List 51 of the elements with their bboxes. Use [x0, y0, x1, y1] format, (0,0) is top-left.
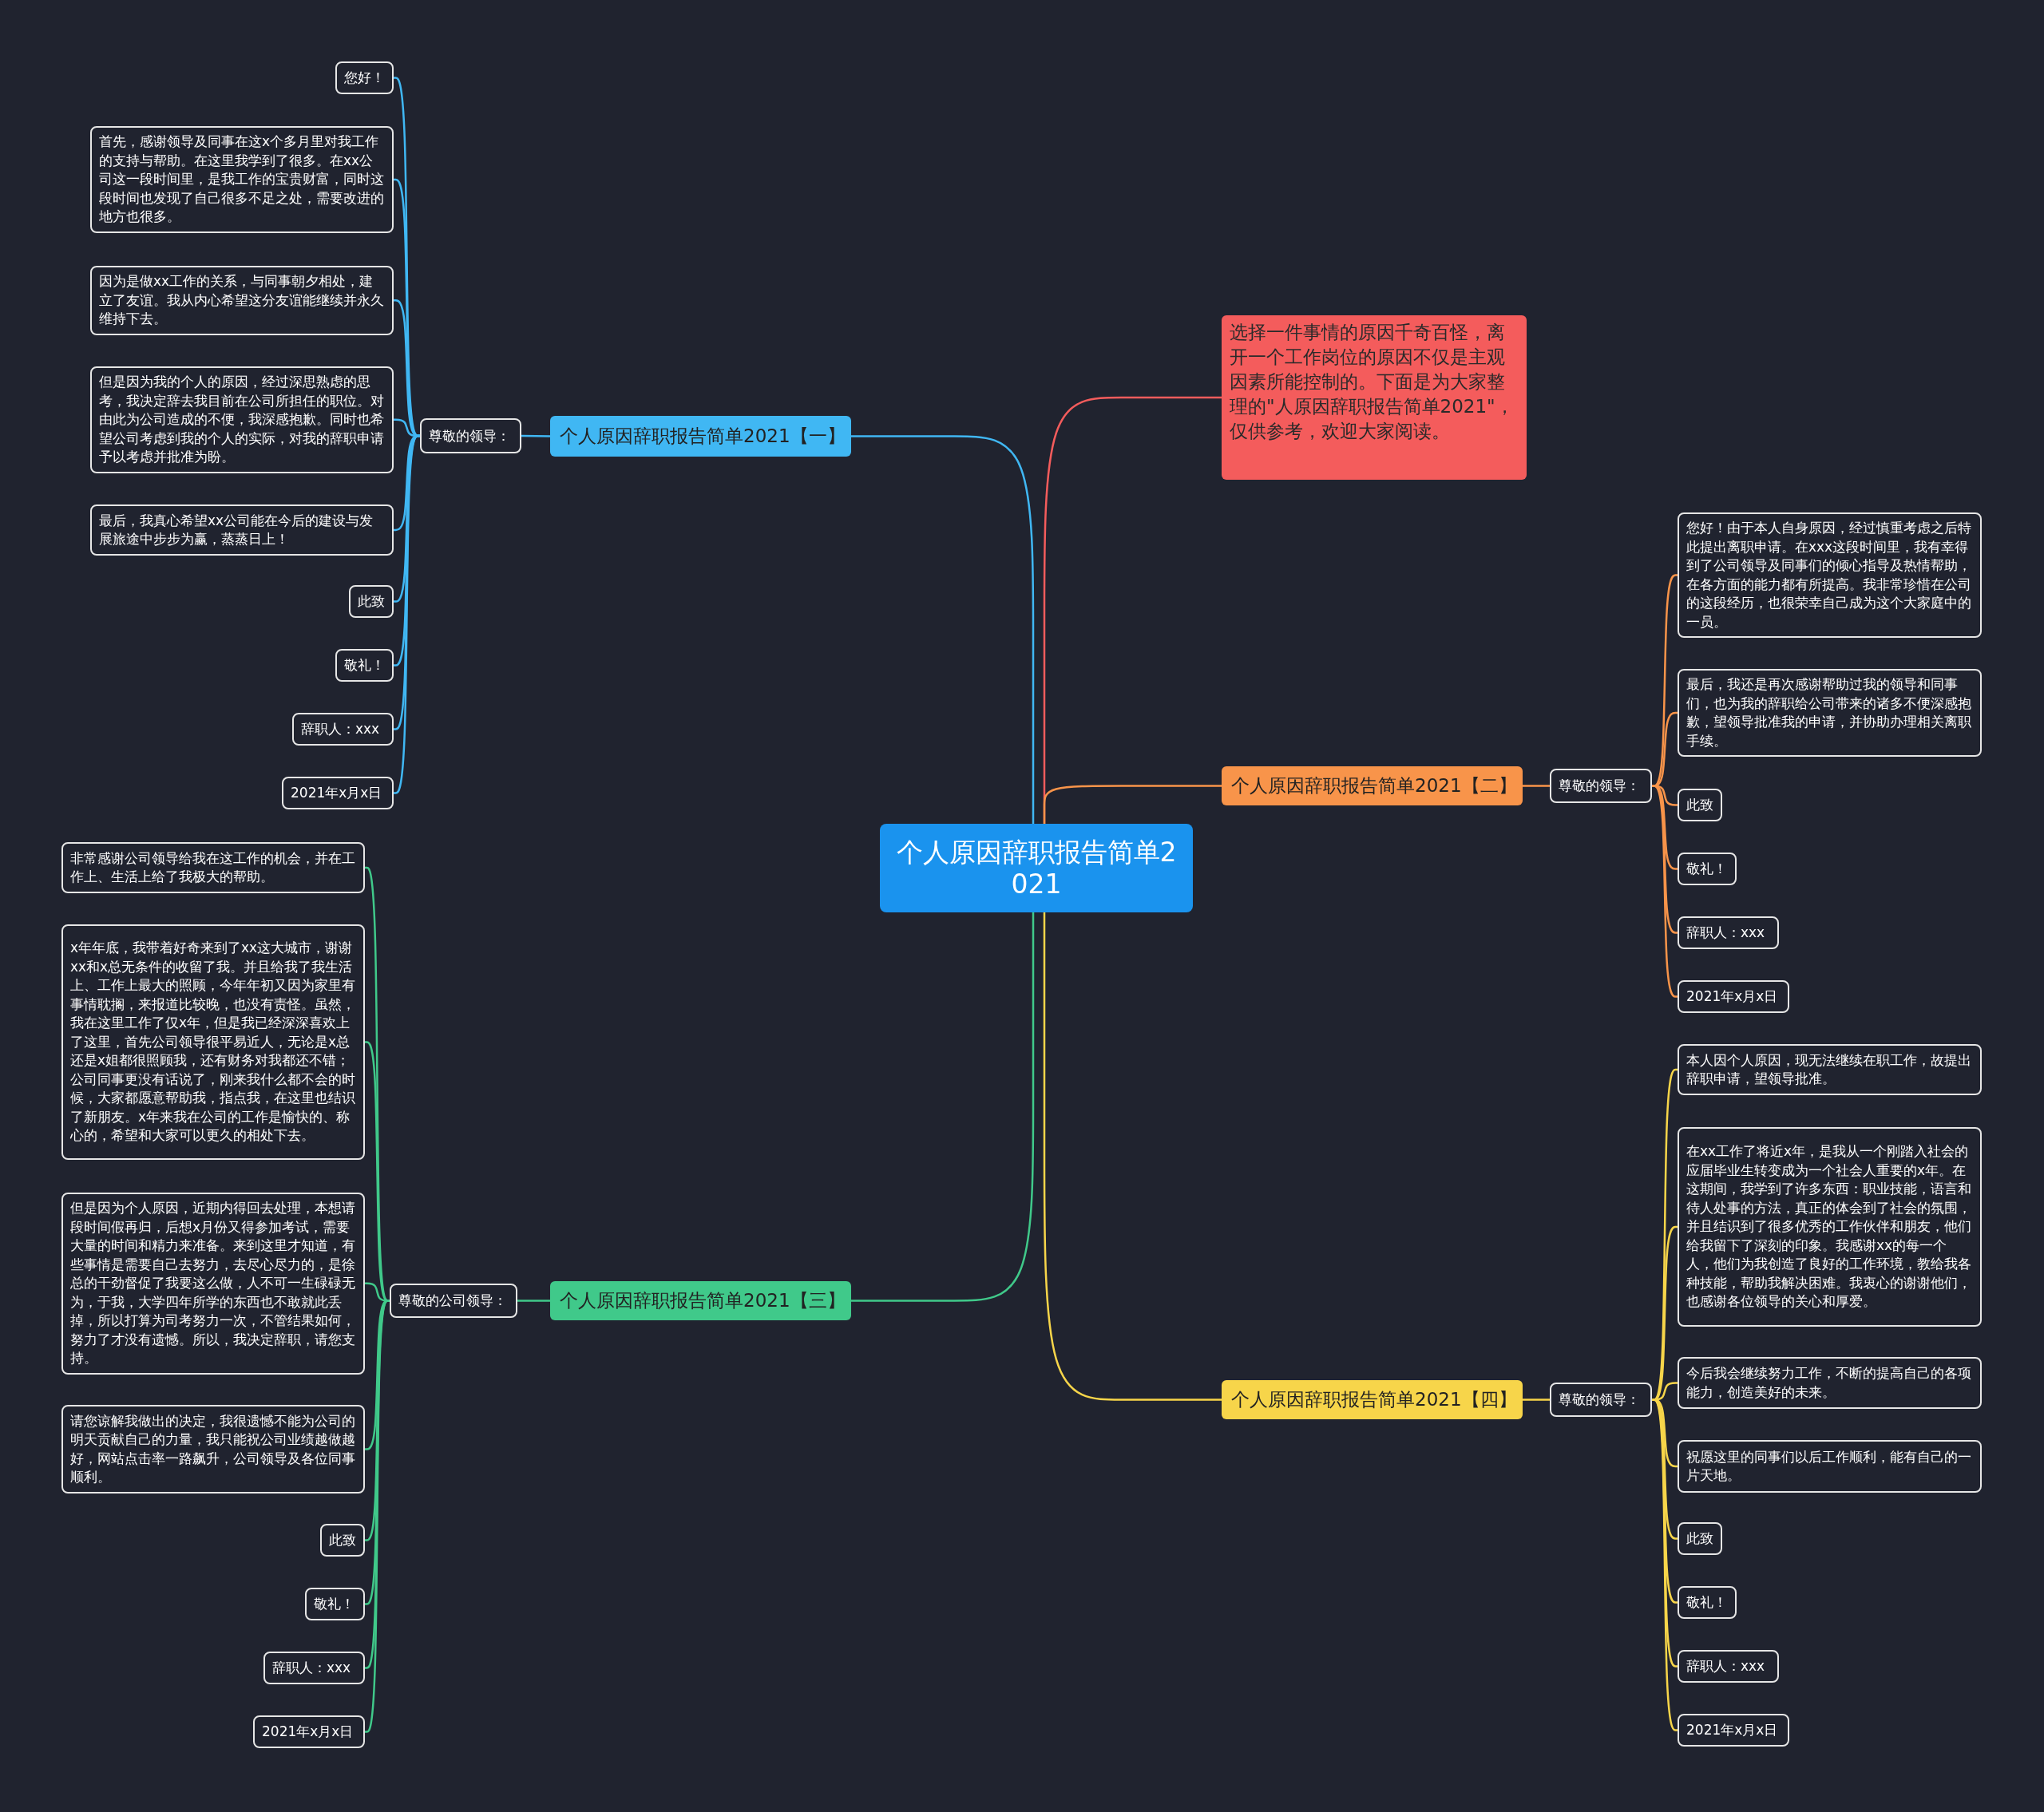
text-box: 此致 — [320, 1524, 365, 1557]
text-box: 最后，我真心希望xx公司能在今后的建设与发展旅途中步步为赢，蒸蒸日上！ — [90, 504, 394, 556]
text-box: 敬礼！ — [1678, 1586, 1737, 1619]
text-box: 因为是做xx工作的关系，与同事朝夕相处，建立了友谊。我从内心希望这分友谊能继续并永久维持下去。 — [90, 266, 394, 335]
text-box: 2021年x月x日 — [253, 1715, 365, 1748]
branch-topic: 个人原因辞职报告简单2021【二】 — [1222, 766, 1523, 805]
branch-topic: 个人原因辞职报告简单2021【四】 — [1222, 1380, 1523, 1419]
text-box: 本人因个人原因，现无法继续在职工作，故提出辞职申请，望领导批准。 — [1678, 1044, 1982, 1095]
text-box: 祝愿这里的同事们以后工作顺利，能有自己的一片天地。 — [1678, 1440, 1982, 1493]
text-box: 辞职人：xxx — [1678, 1650, 1779, 1683]
text-box: 2021年x月x日 — [1678, 1714, 1789, 1747]
text-box: 辞职人：xxx — [1678, 916, 1779, 949]
branch-topic: 个人原因辞职报告简单2021【三】 — [550, 1281, 851, 1320]
text-box: 请您谅解我做出的决定，我很遗憾不能为公司的明天贡献自己的力量，我只能祝公司业绩越做越好，网站点击率一路飙升，公司领导及各位同事顺利。 — [61, 1405, 365, 1494]
text-box: 此致 — [1678, 789, 1722, 821]
text-box: 非常感谢公司领导给我在这工作的机会，并在工作上、生活上给了我极大的帮助。 — [61, 842, 365, 893]
text-box: 敬礼！ — [305, 1588, 365, 1620]
text-box: x年年底，我带着好奇来到了xx这大城市，谢谢xx和x总无条件的收留了我。并且给我了我生活上、工作上最大的照顾，今年年初又因为家里有事情耽搁，来报道比较晚，也没有责怪。虽然，我在这里工作了仅x年，但是我已经深深喜欢上了这里，首先公司领导很平易近人，无论是x总还是x姐都很照顾我，还有财务对我都还不错；公司同事更没有话说了，刚来我什么都不会的时候，大家都愿意帮助我，指点我，在这里也结识了新朋友。x年来我在公司的工作是愉快的、称心的，希望和大家可以更久的相处下去。 — [61, 924, 365, 1160]
text-box: 但是因为我的个人的原因，经过深思熟虑的思考，我决定辞去我目前在公司所担任的职位。对由此为公司造成的不便，我深感抱歉。同时也希望公司考虑到我的个人的实际，对我的辞职申请予以考虑并批准为盼。 — [90, 366, 394, 473]
text-box: 您好！ — [335, 61, 394, 94]
connector-line — [1043, 912, 1222, 1401]
salutation-box: 尊敬的领导： — [1550, 1383, 1652, 1417]
text-box: 此致 — [349, 585, 394, 618]
salutation-box: 尊敬的领导： — [420, 418, 521, 453]
text-box: 敬礼！ — [335, 649, 394, 682]
text-box: 敬礼！ — [1678, 853, 1737, 885]
connector-line — [1523, 1399, 1550, 1401]
text-box: 最后，我还是再次感谢帮助过我的领导和同事们，也为我的辞职给公司带来的诸多不便深感抱歉，望领导批准我的申请，并协助办理相关离职手续。 — [1678, 669, 1982, 757]
text-box: 2021年x月x日 — [1678, 980, 1789, 1013]
text-box: 辞职人：xxx — [263, 1652, 365, 1684]
branch-topic: 个人原因辞职报告简单2021【一】 — [550, 416, 851, 457]
text-box: 在xx工作了将近x年，是我从一个刚踏入社会的应届毕业生转变成为一个社会人重要的x年。在这期间，我学到了许多东西：职业技能，语言和待人处事的方法，真正的体会到了社会的氛围，并且结识到了很多优秀的工作伙伴和朋友，他们给我留下了深刻的印象。我感谢xx的每一个人，他们为我创造了良好的工作环境，教给我各种技能，帮助我解决困难。我衷心的谢谢他们，也感谢各位领导的关心和厚爱。 — [1678, 1127, 1982, 1327]
text-box: 今后我会继续努力工作，不断的提高自己的各项能力，创造美好的未来。 — [1678, 1357, 1982, 1409]
text-box: 首先，感谢领导及同事在这x个多月里对我工作的支持与帮助。在这里我学到了很多。在xx公司这一段时间里，是我工作的宝贵财富，同时这段时间也发现了自己很多不足之处，需要改进的地方也很多。 — [90, 126, 394, 233]
connector-line — [1523, 785, 1550, 787]
salutation-box: 尊敬的公司领导： — [390, 1284, 517, 1318]
central-topic: 个人原因辞职报告简单2021 — [880, 824, 1193, 912]
connector-line — [517, 1300, 550, 1302]
text-box: 辞职人：xxx — [292, 713, 394, 746]
connector-line — [521, 434, 550, 437]
connector-line — [394, 178, 420, 437]
connector-line — [851, 912, 1035, 1302]
text-box: 此致 — [1678, 1522, 1722, 1555]
text-box: 但是因为个人原因，近期内得回去处理，本想请段时间假再归，后想x月份又得参加考试，需要大量的时间和精力来准备。来到这里才知道，有些事情是需要自己去努力，去尽心尽力的，是徐总的干劲督促了我要这么做，人不可一生碌碌无为，于我，大学四年所学的东西也不敢就此丢掉，所以打算为司考努力一次，不管结果如何，努力了才没有遗憾。所以，我决定辞职，请您支持。 — [61, 1193, 365, 1375]
text-box: 2021年x月x日 — [282, 777, 394, 809]
connector-line — [1652, 785, 1678, 998]
connector-line — [1043, 785, 1222, 824]
salutation-box: 尊敬的领导： — [1550, 769, 1652, 803]
text-box: 您好！由于本人自身原因，经过慎重考虑之后特此提出离职申请。在xxx这段时间里，我有幸得到了公司领导及同事们的倾心指导及热情帮助，在各方面的能力都有所提高。我非常珍惜在公司的这段经历，也很荣幸自己成为这个大家庭中的一员。 — [1678, 512, 1982, 638]
connector-line — [851, 435, 1035, 824]
intro-note: 选择一件事情的原因千奇百怪，离开一个工作岗位的原因不仅是主观因素所能控制的。下面是为大家整理的"人原因辞职报告简单2021"，仅供参考，欢迎大家阅读。 — [1222, 315, 1527, 480]
